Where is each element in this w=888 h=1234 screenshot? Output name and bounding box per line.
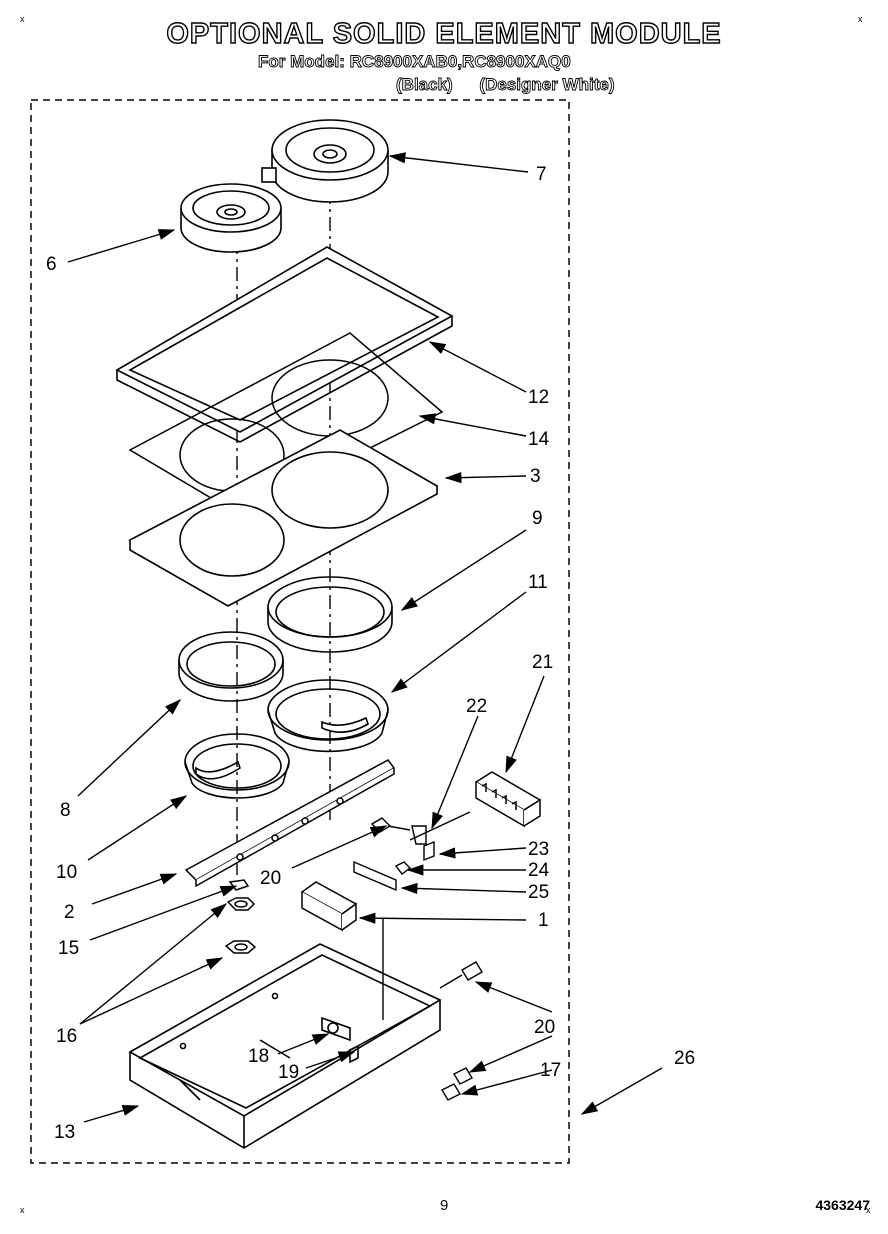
page-number: 9 (440, 1197, 449, 1214)
callout-label: 20 (534, 1017, 555, 1038)
part-cooktop (128, 429, 439, 607)
callout-label: 15 (58, 938, 79, 959)
callout-labels: 7 6 12 14 3 9 11 21 22 8 10 23 24 20 25 … (46, 164, 695, 1143)
callout-label: 7 (536, 164, 547, 185)
document-number: 4363247 (815, 1197, 870, 1213)
corner-mark: x (20, 1205, 25, 1215)
corner-mark: x (20, 14, 25, 24)
callout-label: 8 (60, 800, 71, 821)
part-small-element (180, 183, 282, 253)
part-small-pan (184, 733, 290, 799)
callout-label: 9 (532, 508, 543, 529)
part-small-hardware (353, 811, 471, 892)
module-boundary (30, 99, 570, 1164)
diagram-title: OPTIONAL SOLID ELEMENT MODULE (166, 17, 722, 50)
part-gasket-frame (115, 246, 454, 443)
leader-arrows (67, 152, 663, 1123)
callout-label: 22 (466, 696, 487, 717)
callout-label: 12 (528, 387, 549, 408)
part-terminal-block (474, 771, 542, 828)
model-subtitle: For Model: RC8900XAB0,RC8900XAQ0 (258, 52, 572, 72)
callout-label: 21 (532, 652, 553, 673)
color-variants: (Black) (Designer White) (396, 75, 636, 95)
corner-mark: x (866, 1205, 871, 1215)
callout-label: 6 (46, 254, 57, 275)
part-mounting-bracket (300, 881, 358, 932)
callout-label: 13 (54, 1122, 75, 1143)
part-large-element (261, 119, 389, 203)
part-large-pan (267, 679, 389, 753)
corner-mark: x (858, 14, 863, 24)
part-bottom-box (128, 943, 442, 1149)
part-large-ring (267, 576, 393, 653)
assembly-axes (236, 190, 384, 1020)
callout-label: 14 (528, 429, 550, 450)
part-nuts (224, 879, 257, 954)
callout-label: 10 (56, 862, 77, 883)
callout-label: 1 (538, 910, 549, 931)
callout-label: 20 (260, 868, 281, 889)
callout-label: 25 (528, 882, 549, 903)
callout-label: 23 (528, 839, 549, 860)
part-bracket (184, 759, 396, 888)
callout-label: 24 (528, 860, 550, 881)
callout-label: 18 (248, 1046, 269, 1067)
callout-label: 3 (530, 466, 541, 487)
callout-label: 16 (56, 1026, 77, 1047)
part-small-ring (178, 631, 284, 702)
callout-label: 11 (528, 572, 548, 593)
variant-black: (Black) (396, 75, 454, 95)
callout-label: 26 (674, 1048, 695, 1069)
callout-label: 19 (278, 1062, 299, 1083)
variant-white: (Designer White) (479, 75, 615, 95)
part-screws (439, 961, 483, 1101)
callout-label: 17 (540, 1060, 561, 1081)
callout-label: 2 (64, 902, 75, 923)
